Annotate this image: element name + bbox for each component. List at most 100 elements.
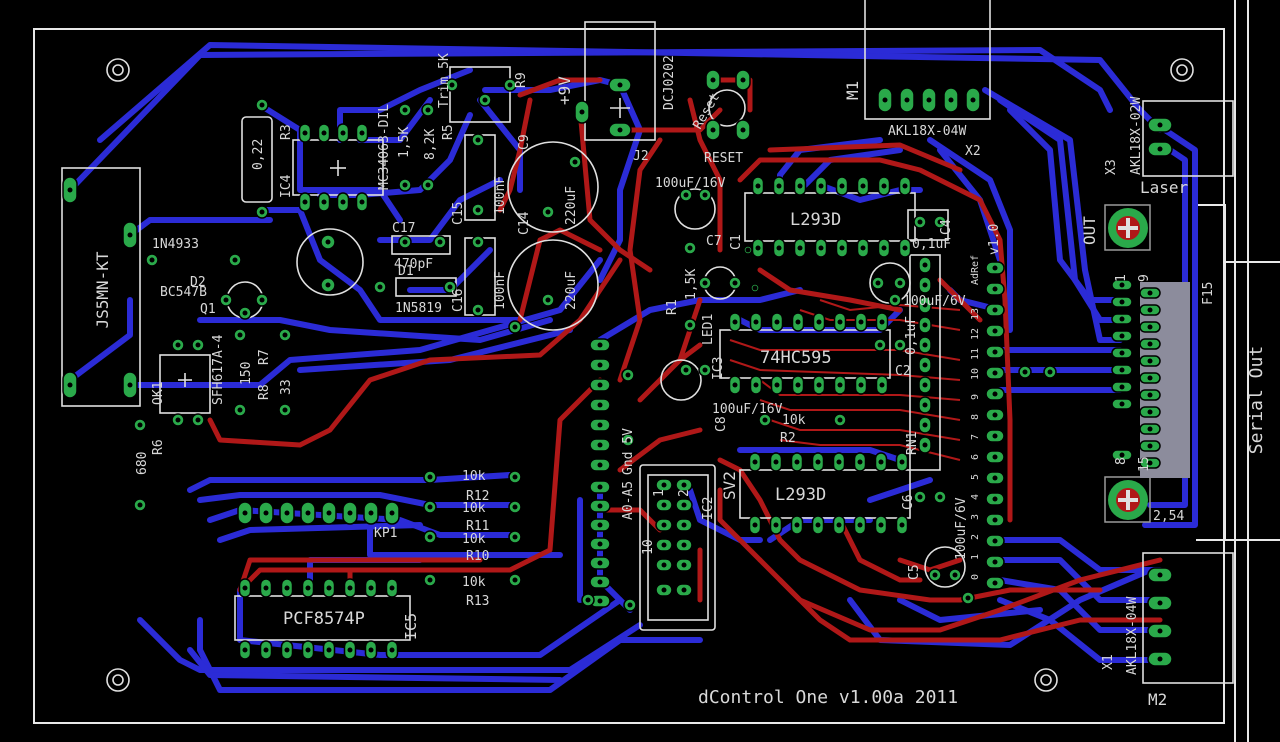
pad-hole bbox=[402, 182, 408, 188]
pad-hole bbox=[597, 541, 603, 547]
label-r12-value: 10k bbox=[462, 469, 486, 484]
label-c4-value: 0,1uF bbox=[912, 237, 951, 252]
pad-hole bbox=[326, 510, 332, 516]
mounting-hole-tr bbox=[1170, 58, 1194, 82]
pad-hole bbox=[795, 319, 801, 325]
label-c7-value: 100uF/16V bbox=[655, 176, 726, 191]
pin-number: 12 bbox=[970, 328, 981, 340]
label-1n5819: 1N5819 bbox=[395, 301, 442, 316]
label-adref: AdRef bbox=[970, 255, 981, 285]
pad-hole bbox=[992, 559, 998, 565]
pad-hole bbox=[882, 97, 888, 103]
pad-hole bbox=[753, 319, 759, 325]
label-c8: C8 bbox=[714, 416, 729, 432]
label-c2-value: 0,1uF bbox=[904, 316, 919, 355]
label-c3-value: 100uF/6V bbox=[903, 294, 966, 309]
pad-hole bbox=[661, 587, 667, 593]
label-gnd5v: Gnd 5V bbox=[621, 428, 636, 475]
pad-hole bbox=[1147, 341, 1153, 347]
pad-hole bbox=[948, 97, 954, 103]
label-r5-value: 8,2K bbox=[423, 129, 438, 160]
pad-hole bbox=[1157, 656, 1163, 662]
pad-hole bbox=[263, 585, 269, 591]
label-x3: X3 bbox=[1104, 159, 1119, 175]
pad-hole bbox=[661, 482, 667, 488]
pad-hole bbox=[597, 503, 603, 509]
pad-hole bbox=[1147, 358, 1153, 364]
pad-hole bbox=[970, 97, 976, 103]
pad-hole bbox=[710, 77, 716, 83]
label-r1: R1 bbox=[665, 299, 680, 315]
pad-hole bbox=[661, 542, 667, 548]
pad-hole bbox=[877, 342, 883, 348]
pad-hole bbox=[512, 534, 518, 540]
pad-hole bbox=[232, 257, 238, 263]
label-dcj0202: DCJ0202 bbox=[662, 55, 677, 110]
pad-hole bbox=[875, 280, 881, 286]
pad-hole bbox=[837, 382, 843, 388]
label-c16-value: 100nF bbox=[493, 271, 508, 310]
pad-hole bbox=[776, 245, 782, 251]
label-c8-value: 100uF/16V bbox=[712, 402, 783, 417]
pad-hole bbox=[326, 647, 332, 653]
pad-hole bbox=[755, 183, 761, 189]
silkscreen bbox=[61, 0, 1234, 684]
label-r2-value: 10k bbox=[782, 413, 806, 428]
pad-hole bbox=[922, 382, 928, 388]
pad-hole bbox=[284, 647, 290, 653]
pad-hole bbox=[818, 245, 824, 251]
pad-hole bbox=[137, 422, 143, 428]
pad-hole bbox=[902, 183, 908, 189]
label-trim: Trim 5K bbox=[437, 53, 452, 108]
pad-hole bbox=[917, 219, 923, 225]
label-laser: Laser bbox=[1140, 178, 1189, 197]
pad-hole bbox=[427, 577, 433, 583]
pad-hole bbox=[617, 82, 623, 88]
pad-hole bbox=[992, 454, 998, 460]
label-c17-value: 470pF bbox=[394, 257, 433, 272]
label-r8-value: 150 bbox=[239, 362, 254, 385]
pin-number: 10 bbox=[970, 368, 981, 380]
pin-number: 6 bbox=[970, 454, 981, 460]
label-c14-value: 220uF bbox=[564, 271, 579, 310]
serial-connector-housing bbox=[1225, 0, 1280, 742]
pad-hole bbox=[507, 82, 513, 88]
pad-hole bbox=[302, 199, 308, 205]
pad-hole bbox=[572, 159, 578, 165]
serial-connector-body bbox=[1196, 204, 1226, 541]
label-r1-value: 1,5K bbox=[684, 269, 699, 300]
pad-hole bbox=[284, 510, 290, 516]
label-74hc595: 74HC595 bbox=[760, 348, 832, 368]
pad-hole bbox=[816, 382, 822, 388]
pad-hole bbox=[992, 538, 998, 544]
label-x1: X1 bbox=[1101, 654, 1116, 670]
label-q1: Q1 bbox=[200, 302, 216, 317]
pad-hole bbox=[475, 207, 481, 213]
label-r10-value: 10k bbox=[462, 532, 486, 547]
pad-hole bbox=[922, 402, 928, 408]
pad-hole bbox=[992, 496, 998, 502]
pad-hole bbox=[475, 239, 481, 245]
label-m1: M1 bbox=[843, 81, 862, 100]
pad-hole bbox=[340, 199, 346, 205]
pad-hole bbox=[922, 262, 928, 268]
board-title: dControl One v1.00a 2011 bbox=[698, 687, 958, 708]
pad-hole bbox=[897, 342, 903, 348]
pad-hole bbox=[402, 239, 408, 245]
label-x2: X2 bbox=[965, 144, 981, 159]
label-l293d-top: L293D bbox=[790, 210, 841, 230]
pad-hole bbox=[797, 245, 803, 251]
pad-hole bbox=[922, 282, 928, 288]
pad-hole bbox=[952, 572, 958, 578]
pad-hole bbox=[922, 322, 928, 328]
pad-hole bbox=[702, 280, 708, 286]
pad-hole bbox=[922, 442, 928, 448]
pad-hole bbox=[776, 183, 782, 189]
pad-hole bbox=[992, 517, 998, 523]
pad-hole bbox=[681, 482, 687, 488]
mounting-hole-tl bbox=[106, 58, 130, 82]
pad-hole bbox=[359, 130, 365, 136]
label-r2: R2 bbox=[780, 431, 796, 446]
label-rn1: RN1 bbox=[905, 432, 920, 455]
pad-hole bbox=[839, 183, 845, 189]
